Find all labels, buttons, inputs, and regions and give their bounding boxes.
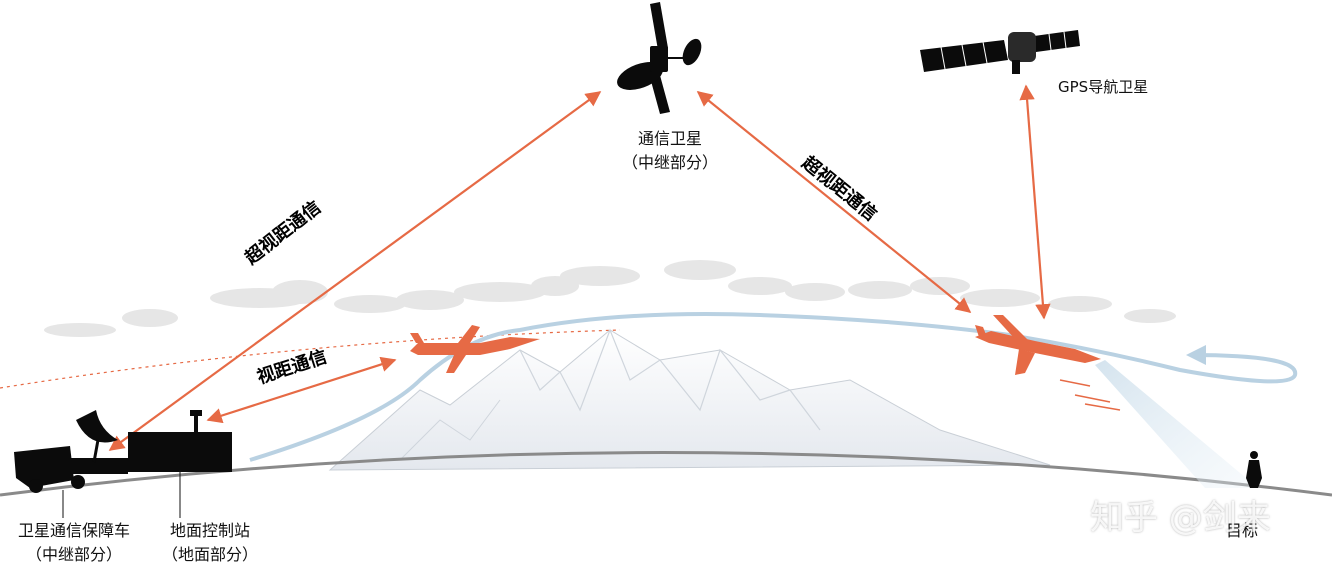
- ground-station-icon: [128, 432, 232, 472]
- comm-satellite-subtitle: （中继部分）: [621, 153, 718, 172]
- link-bvlos-right-arrow: [696, 91, 972, 313]
- uav-icon: [975, 315, 1101, 375]
- link-bvlos-left-arrow: [108, 91, 602, 451]
- target-title: 目标: [1226, 521, 1259, 540]
- satellite-icon: [617, 2, 702, 114]
- relay-vehicle-subtitle: （中继部分）: [25, 545, 122, 564]
- comm-satellite-title: 通信卫星: [637, 129, 702, 148]
- ground-station-subtitle: （地面部分）: [161, 545, 258, 564]
- watermark: 知乎 @剑来: [1090, 498, 1271, 538]
- antenna-icon: [190, 410, 202, 434]
- sensor-beam: [1095, 360, 1258, 488]
- ground-line: [0, 451, 1332, 497]
- gps-satellite-icon: [920, 30, 1080, 74]
- ground-station-title: 地面控制站: [169, 521, 250, 540]
- relay-vehicle-icon: [14, 446, 128, 493]
- uav-icon: [410, 325, 540, 373]
- relay-vehicle-title: 卫星通信保障车: [17, 521, 130, 540]
- person-icon: [1246, 451, 1262, 488]
- link-gps-arrow: [1019, 84, 1051, 320]
- link-los-arrow: [206, 356, 397, 424]
- missile-trails: [1059, 379, 1121, 411]
- satellite-dish-icon: [76, 410, 118, 463]
- gps-satellite-title: GPS导航卫星: [1058, 78, 1149, 96]
